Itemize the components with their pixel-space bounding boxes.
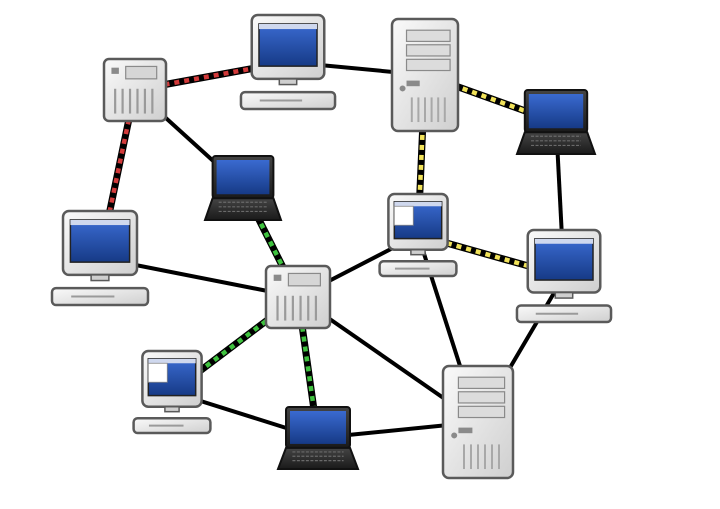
- desktop-right-desktop-computer-icon: [515, 228, 613, 324]
- nodes-layer: [50, 13, 613, 480]
- tower-bottom-right-server-tower-icon: [441, 364, 515, 480]
- server-top-left-server-icon: [102, 57, 168, 123]
- desktop-center-desktop-computer-icon: [378, 192, 458, 278]
- tower-top-server-tower-icon: [390, 17, 460, 133]
- laptop-top-right-laptop-icon: [515, 89, 597, 155]
- desktop-top-desktop-computer-icon: [239, 13, 337, 111]
- laptop-bottom-laptop-icon: [276, 406, 360, 470]
- desktop-bottom-left-desktop-computer-icon: [132, 349, 212, 435]
- server-center-server-icon: [264, 264, 332, 330]
- laptop-center-left-laptop-icon: [203, 155, 283, 221]
- desktop-left-desktop-computer-icon: [50, 209, 150, 307]
